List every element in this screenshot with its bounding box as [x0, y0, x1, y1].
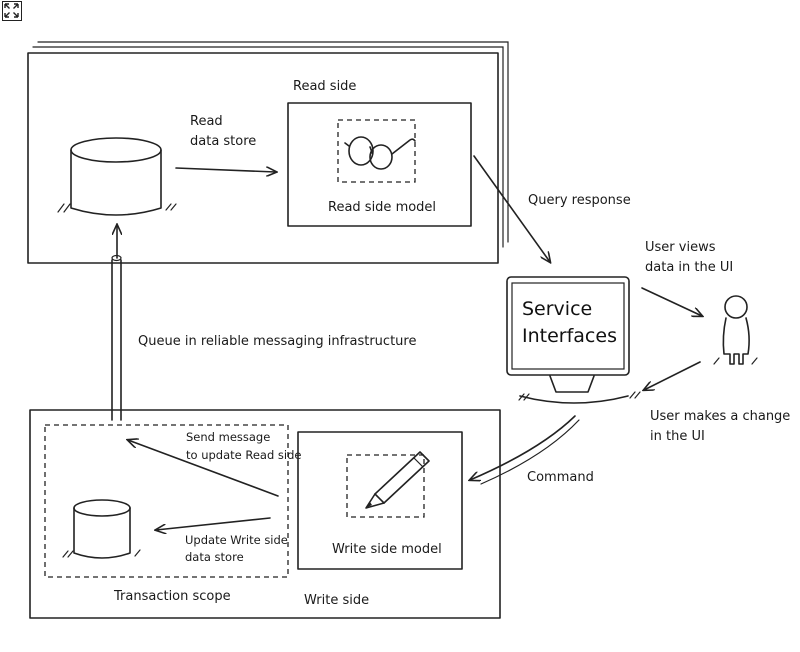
command-arrow [470, 415, 576, 480]
service-label-line1: Service [522, 298, 592, 320]
read-side-label: Read side [293, 79, 356, 94]
glasses-icon [344, 136, 416, 170]
send-message-label-line1: Send message [186, 430, 270, 444]
send-message-label-line2: to update Read side [186, 448, 302, 462]
monitor-icon [506, 276, 641, 404]
queue-label: Queue in reliable messaging infrastructu… [138, 334, 416, 349]
write-side-model-label: Write side model [332, 542, 442, 557]
update-write-label-line1: Update Write side [185, 533, 288, 547]
read-side-model-box [287, 102, 472, 227]
expand-arrows-icon [4, 3, 19, 18]
write-data-store-database-icon [62, 499, 141, 559]
read-model-icon-frame [337, 119, 416, 183]
expand-button[interactable] [2, 1, 22, 21]
query-response-label: Query response [528, 193, 631, 208]
read-data-store-label-line2: data store [190, 134, 256, 149]
write-side-model-box [297, 431, 463, 570]
write-side-label: Write side [304, 593, 369, 608]
read-side-model-label: Read side model [328, 200, 436, 215]
command-label: Command [527, 470, 594, 485]
write-side-panel [29, 409, 501, 619]
service-label-line2: Interfaces [522, 325, 617, 347]
user-change-arrow [644, 361, 701, 390]
write-model-icon-frame [346, 454, 425, 518]
update-write-store-arrow [156, 517, 271, 530]
read-store-to-model-arrow [175, 168, 276, 172]
message-queue-pipe [111, 225, 121, 421]
transaction-scope-frame [44, 424, 289, 578]
pencil-icon [365, 451, 430, 509]
update-write-label-line2: data store [185, 550, 244, 564]
user-views-label-line1: User views [645, 240, 716, 255]
user-views-arrow [641, 287, 702, 316]
read-data-store-database-icon [57, 137, 177, 216]
read-side-panel [27, 41, 509, 264]
send-message-arrow [128, 440, 279, 497]
query-response-arrow [473, 155, 550, 262]
user-views-label-line2: data in the UI [645, 260, 733, 275]
transaction-scope-label: Transaction scope [113, 589, 231, 604]
user-change-label-line2: in the UI [650, 429, 705, 444]
read-data-store-label-line1: Read [190, 114, 223, 129]
user-figure-icon [713, 295, 758, 365]
user-change-label-line1: User makes a change [650, 409, 790, 424]
